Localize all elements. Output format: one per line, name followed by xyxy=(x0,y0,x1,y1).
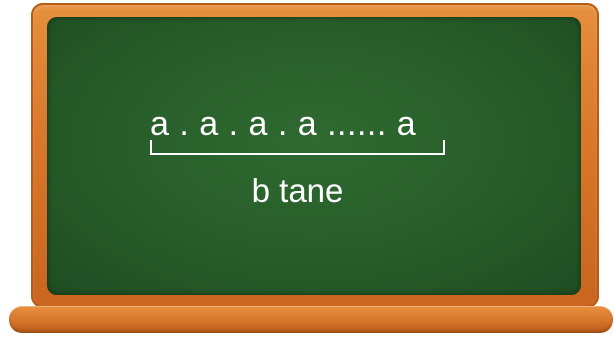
chalk-ledge xyxy=(9,306,613,333)
multiplication-expression: a . a . a . a ...... a xyxy=(150,105,417,143)
underbrace xyxy=(150,140,445,155)
chalkboard xyxy=(47,17,581,295)
repeat-count-label: b tane xyxy=(251,172,344,209)
